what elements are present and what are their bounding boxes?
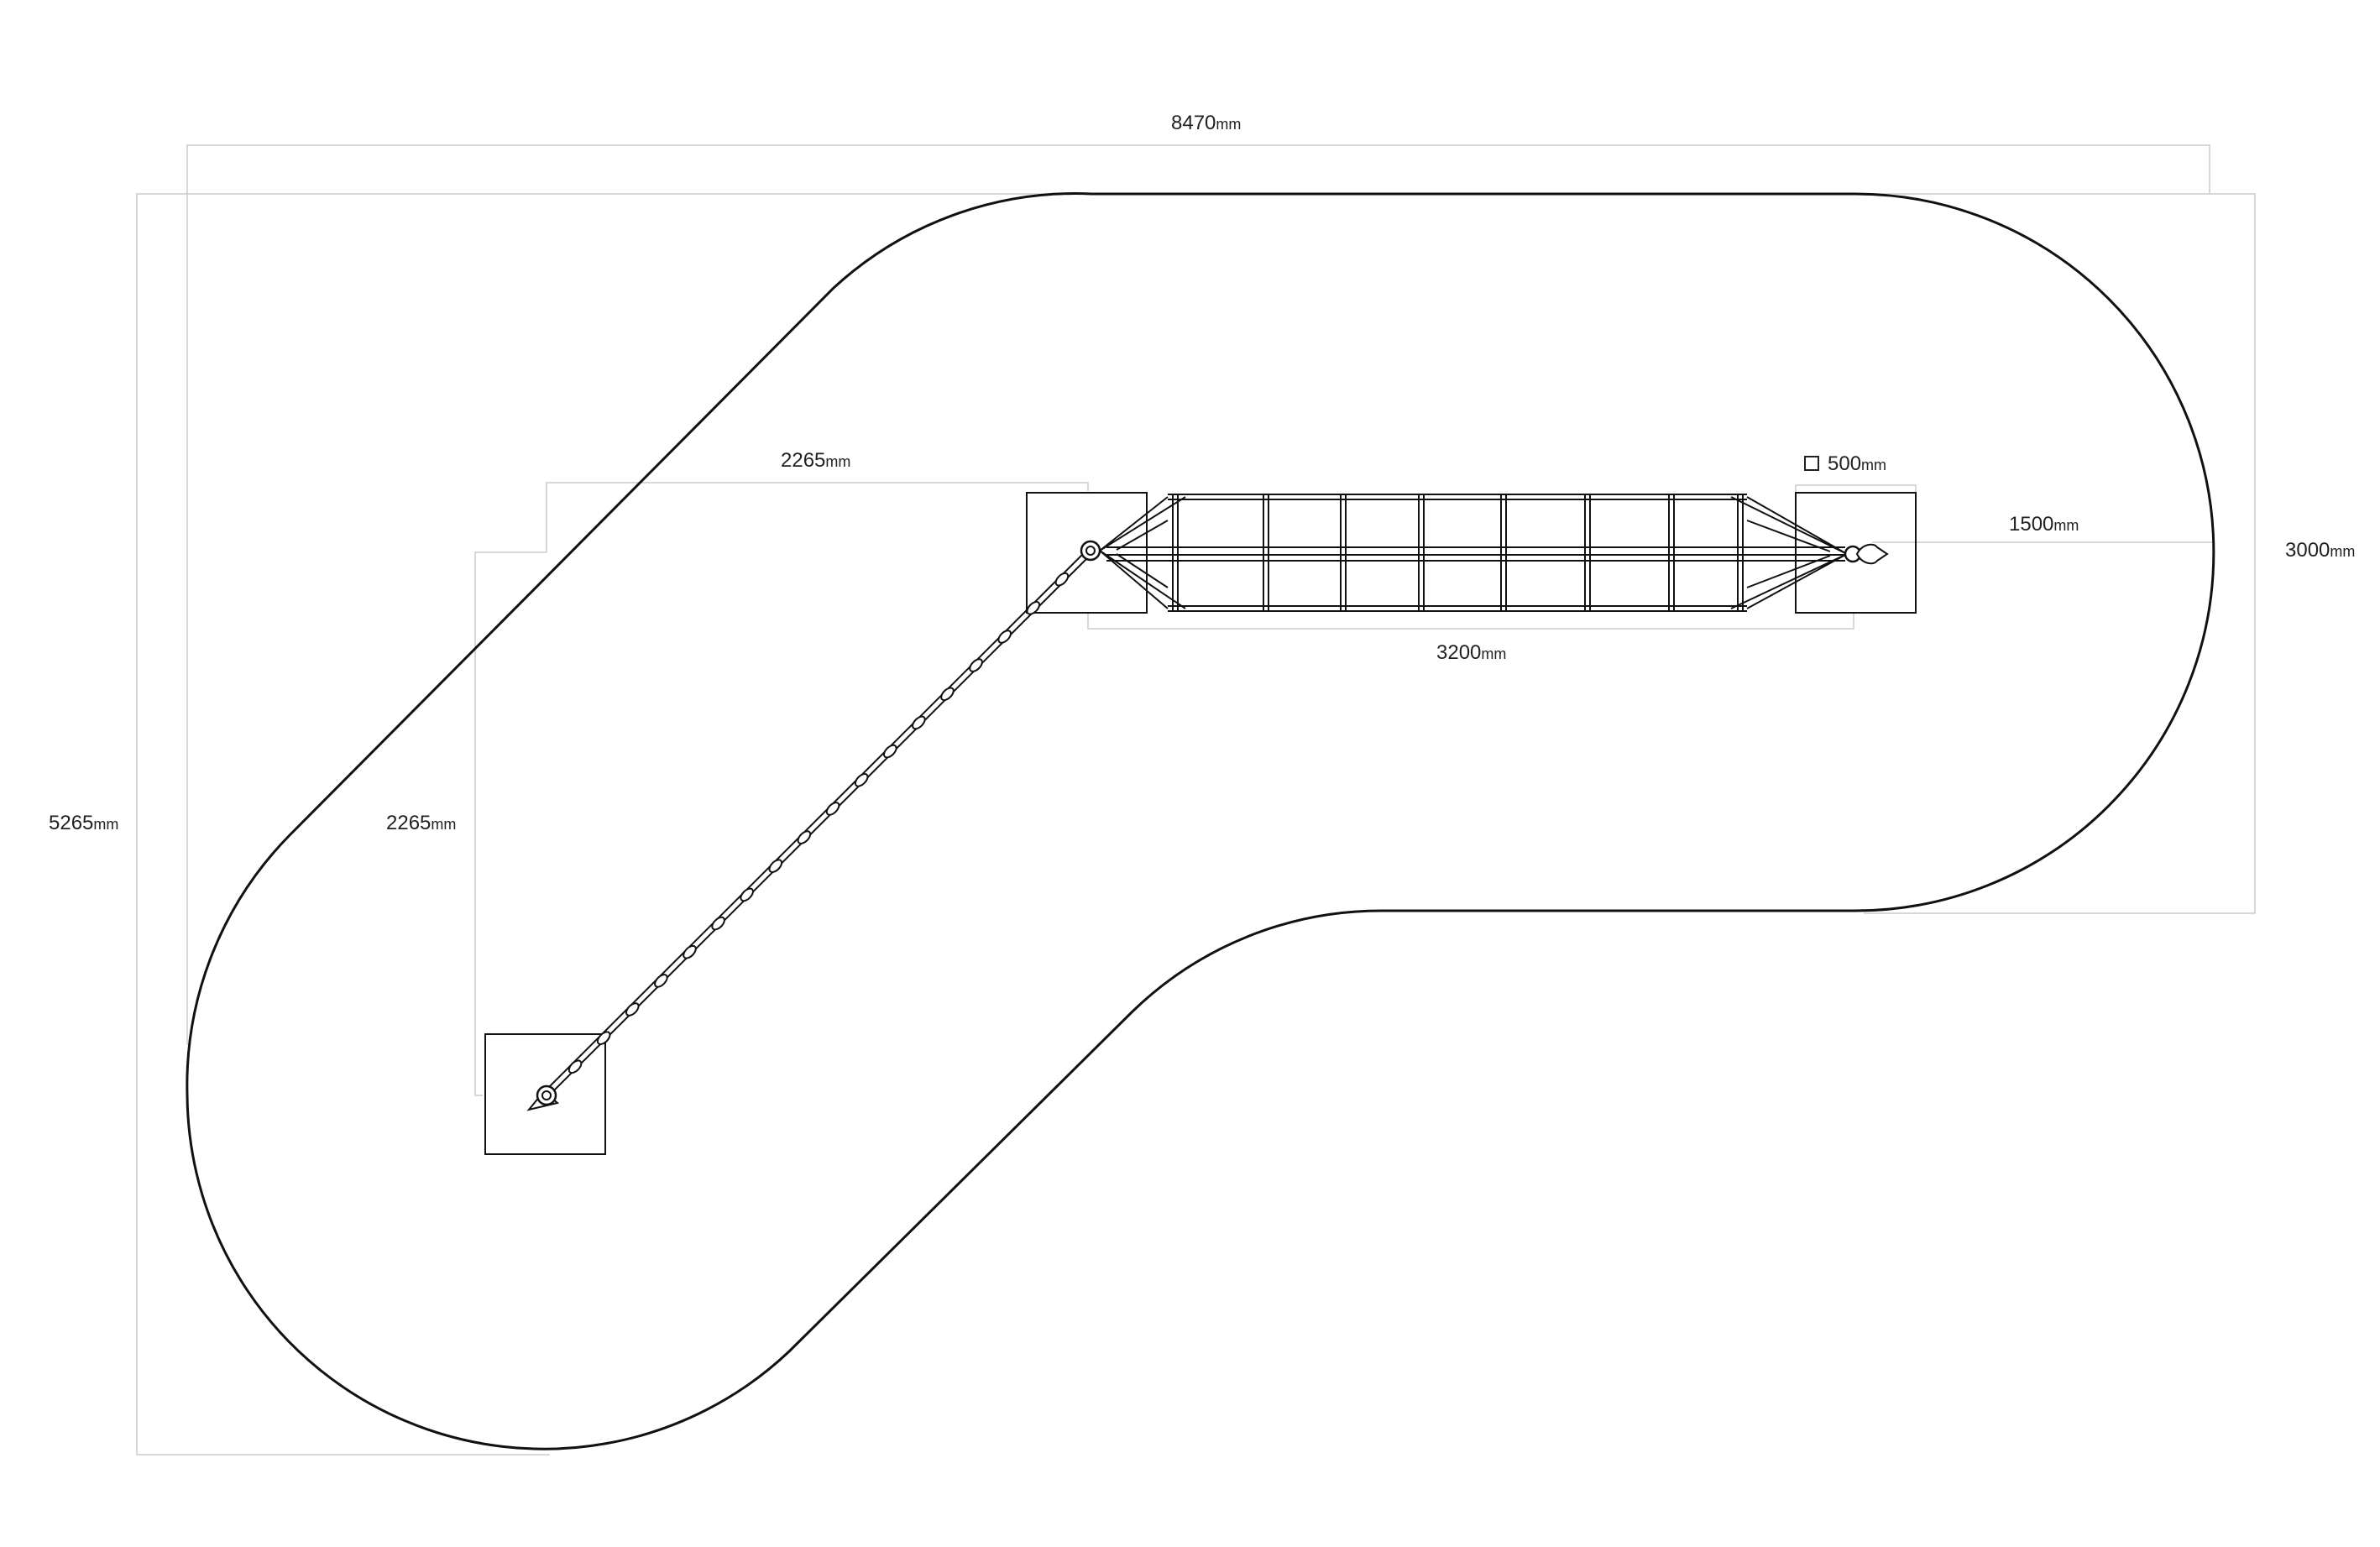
chain-link xyxy=(596,1031,611,1045)
diag-horizontal-value: 2265 xyxy=(781,449,825,472)
post-size-unit: mm xyxy=(1861,457,1886,473)
chain-link xyxy=(997,630,1012,644)
chain-link xyxy=(768,859,783,873)
right-depth-label: 3000mm xyxy=(2285,539,2355,562)
diag-horizontal-unit: mm xyxy=(825,453,850,470)
ladder-length-dimension-line xyxy=(1087,613,1854,630)
overall-height-unit: mm xyxy=(93,816,118,833)
post-square-middle xyxy=(1026,492,1148,614)
ladder-length-value: 3200 xyxy=(1436,641,1481,664)
chain-link xyxy=(711,916,725,931)
ladder-length-unit: mm xyxy=(1481,645,1506,662)
right-rope-fan xyxy=(1730,496,1848,609)
post-square-left-bottom xyxy=(484,1033,606,1155)
clearance-unit: mm xyxy=(2053,517,2079,534)
overall-width-dimension-line xyxy=(186,144,2210,1045)
anchor-cone-right xyxy=(1855,543,1889,565)
chain-links xyxy=(568,572,1070,1074)
chain-link xyxy=(969,658,983,672)
post-squares xyxy=(484,492,1917,1155)
chain-link xyxy=(568,1059,583,1074)
right-depth-unit: mm xyxy=(2330,543,2355,560)
dimension-labels: 8470mm 5265mm 3000mm 1500mm 3200mm 500mm… xyxy=(49,112,2355,834)
post-size-dimension-line xyxy=(1795,484,1917,494)
clearance-value: 1500 xyxy=(2009,513,2053,536)
overall-height-dimension-line xyxy=(136,193,1091,1456)
clearance-label: 1500mm xyxy=(2009,513,2079,536)
safety-zone-outline xyxy=(186,192,2215,1450)
post-size-label: 500mm xyxy=(1828,452,1886,475)
diag-horizontal-label: 2265mm xyxy=(781,449,850,472)
diag-vertical-value: 2265 xyxy=(386,812,431,834)
dimension-lines xyxy=(136,144,2256,1456)
ladder-rung xyxy=(1737,494,1744,611)
post-size-square-icon xyxy=(1804,456,1819,471)
chain-link xyxy=(1026,601,1041,615)
ladder-rung xyxy=(1584,494,1591,611)
post-size-value: 500 xyxy=(1828,452,1861,475)
chain-link xyxy=(654,974,668,988)
ladder-rung xyxy=(1172,494,1179,611)
ladder-rung xyxy=(1418,494,1425,611)
diag-horizontal-dimension-line xyxy=(546,482,1089,552)
anchor-ring-left xyxy=(536,1084,557,1106)
diag-vertical-label: 2265mm xyxy=(386,812,456,834)
anchor-ring-left-inner xyxy=(541,1090,552,1100)
chain-link xyxy=(940,687,955,702)
post-square-right xyxy=(1795,492,1917,614)
overall-height-label: 5265mm xyxy=(49,812,118,834)
ladder-rung xyxy=(1340,494,1347,611)
diag-vertical-unit: mm xyxy=(431,816,456,833)
overall-width-value: 8470 xyxy=(1171,112,1216,134)
ladder-rung xyxy=(1500,494,1507,611)
ladder-bridge xyxy=(1099,494,1889,612)
ladder-rungs xyxy=(1172,494,1744,611)
diagonal-chain xyxy=(526,540,1101,1111)
left-rope-fan xyxy=(1099,496,1186,609)
chain-link xyxy=(797,830,812,844)
chain-link xyxy=(1054,572,1070,587)
chain-link xyxy=(883,744,897,759)
chain-link xyxy=(740,887,754,902)
diag-vertical-dimension-line xyxy=(474,551,547,1096)
connector-ring-middle-inner xyxy=(1085,546,1096,556)
chain-link xyxy=(854,773,869,787)
chain-link xyxy=(683,944,697,959)
overall-height-value: 5265 xyxy=(49,812,93,834)
right-depth-dimension-line xyxy=(1864,193,2256,914)
chain-link xyxy=(825,802,840,816)
ladder-rung xyxy=(1668,494,1675,611)
ladder-rung xyxy=(1263,494,1269,611)
connector-ring-middle xyxy=(1080,540,1101,562)
overall-width-unit: mm xyxy=(1216,116,1241,133)
chain-link xyxy=(625,1002,640,1017)
right-depth-value: 3000 xyxy=(2285,539,2330,562)
chain-link xyxy=(912,715,926,730)
overall-width-label: 8470mm xyxy=(1171,112,1241,134)
ladder-length-label: 3200mm xyxy=(1436,641,1506,664)
